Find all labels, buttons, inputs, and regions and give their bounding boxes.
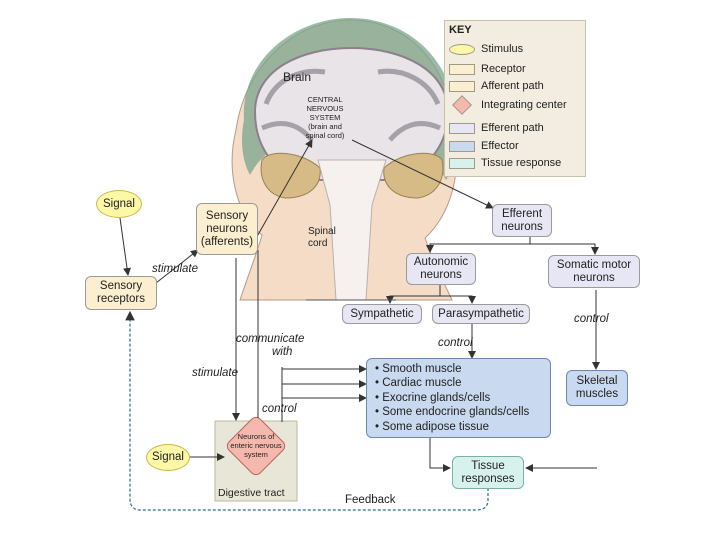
- efferent-swatch: [449, 122, 475, 134]
- receptor-swatch: [449, 63, 475, 75]
- feedback-label: Feedback: [345, 494, 396, 506]
- key-title: KEY: [449, 24, 472, 36]
- signal-top: Signal: [96, 190, 142, 218]
- stimulate-bottom-label: stimulate: [192, 367, 239, 379]
- cns-label: CENTRAL NERVOUS SYSTEM (brain and spinal…: [305, 95, 345, 140]
- key-item-integrating: Integrating center: [449, 95, 567, 115]
- integrating-swatch: [452, 95, 472, 115]
- effectors-box: • Smooth muscle • Cardiac muscle • Exocr…: [366, 358, 551, 438]
- effector-list: • Smooth muscle • Cardiac muscle • Exocr…: [375, 362, 530, 433]
- afferent-swatch: [449, 80, 475, 92]
- feedback-path: [125, 310, 489, 511]
- control-somatic-label: control: [574, 313, 609, 325]
- parasympathetic-box: Parasympathetic: [432, 304, 530, 324]
- key-item-afferent: Afferent path: [449, 78, 544, 94]
- tissue-swatch: [449, 157, 475, 169]
- signal-bottom: Signal: [146, 444, 190, 471]
- head-illustration: [231, 18, 459, 301]
- stimulate-top-label: stimulate: [152, 263, 199, 275]
- key-item-receptor: Receptor: [449, 61, 526, 77]
- brain-label: Brain: [283, 70, 312, 84]
- key-item-tissue: Tissue response: [449, 155, 561, 171]
- key-legend: KEY Stimulus Receptor Afferent path Inte…: [444, 20, 586, 177]
- control-enteric-label: control: [262, 403, 297, 415]
- key-item-effector: Effector: [449, 138, 519, 154]
- spinal-cord-label: Spinal cord: [308, 226, 336, 249]
- stimulus-swatch: [449, 43, 475, 55]
- key-item-stimulus: Stimulus: [449, 41, 523, 57]
- sympathetic-box: Sympathetic: [342, 304, 422, 324]
- key-item-efferent: Efferent path: [449, 120, 544, 136]
- effector-swatch: [449, 140, 475, 152]
- digestive-tract-label: Digestive tract: [218, 487, 285, 499]
- control-autonomic-label: control: [438, 337, 473, 349]
